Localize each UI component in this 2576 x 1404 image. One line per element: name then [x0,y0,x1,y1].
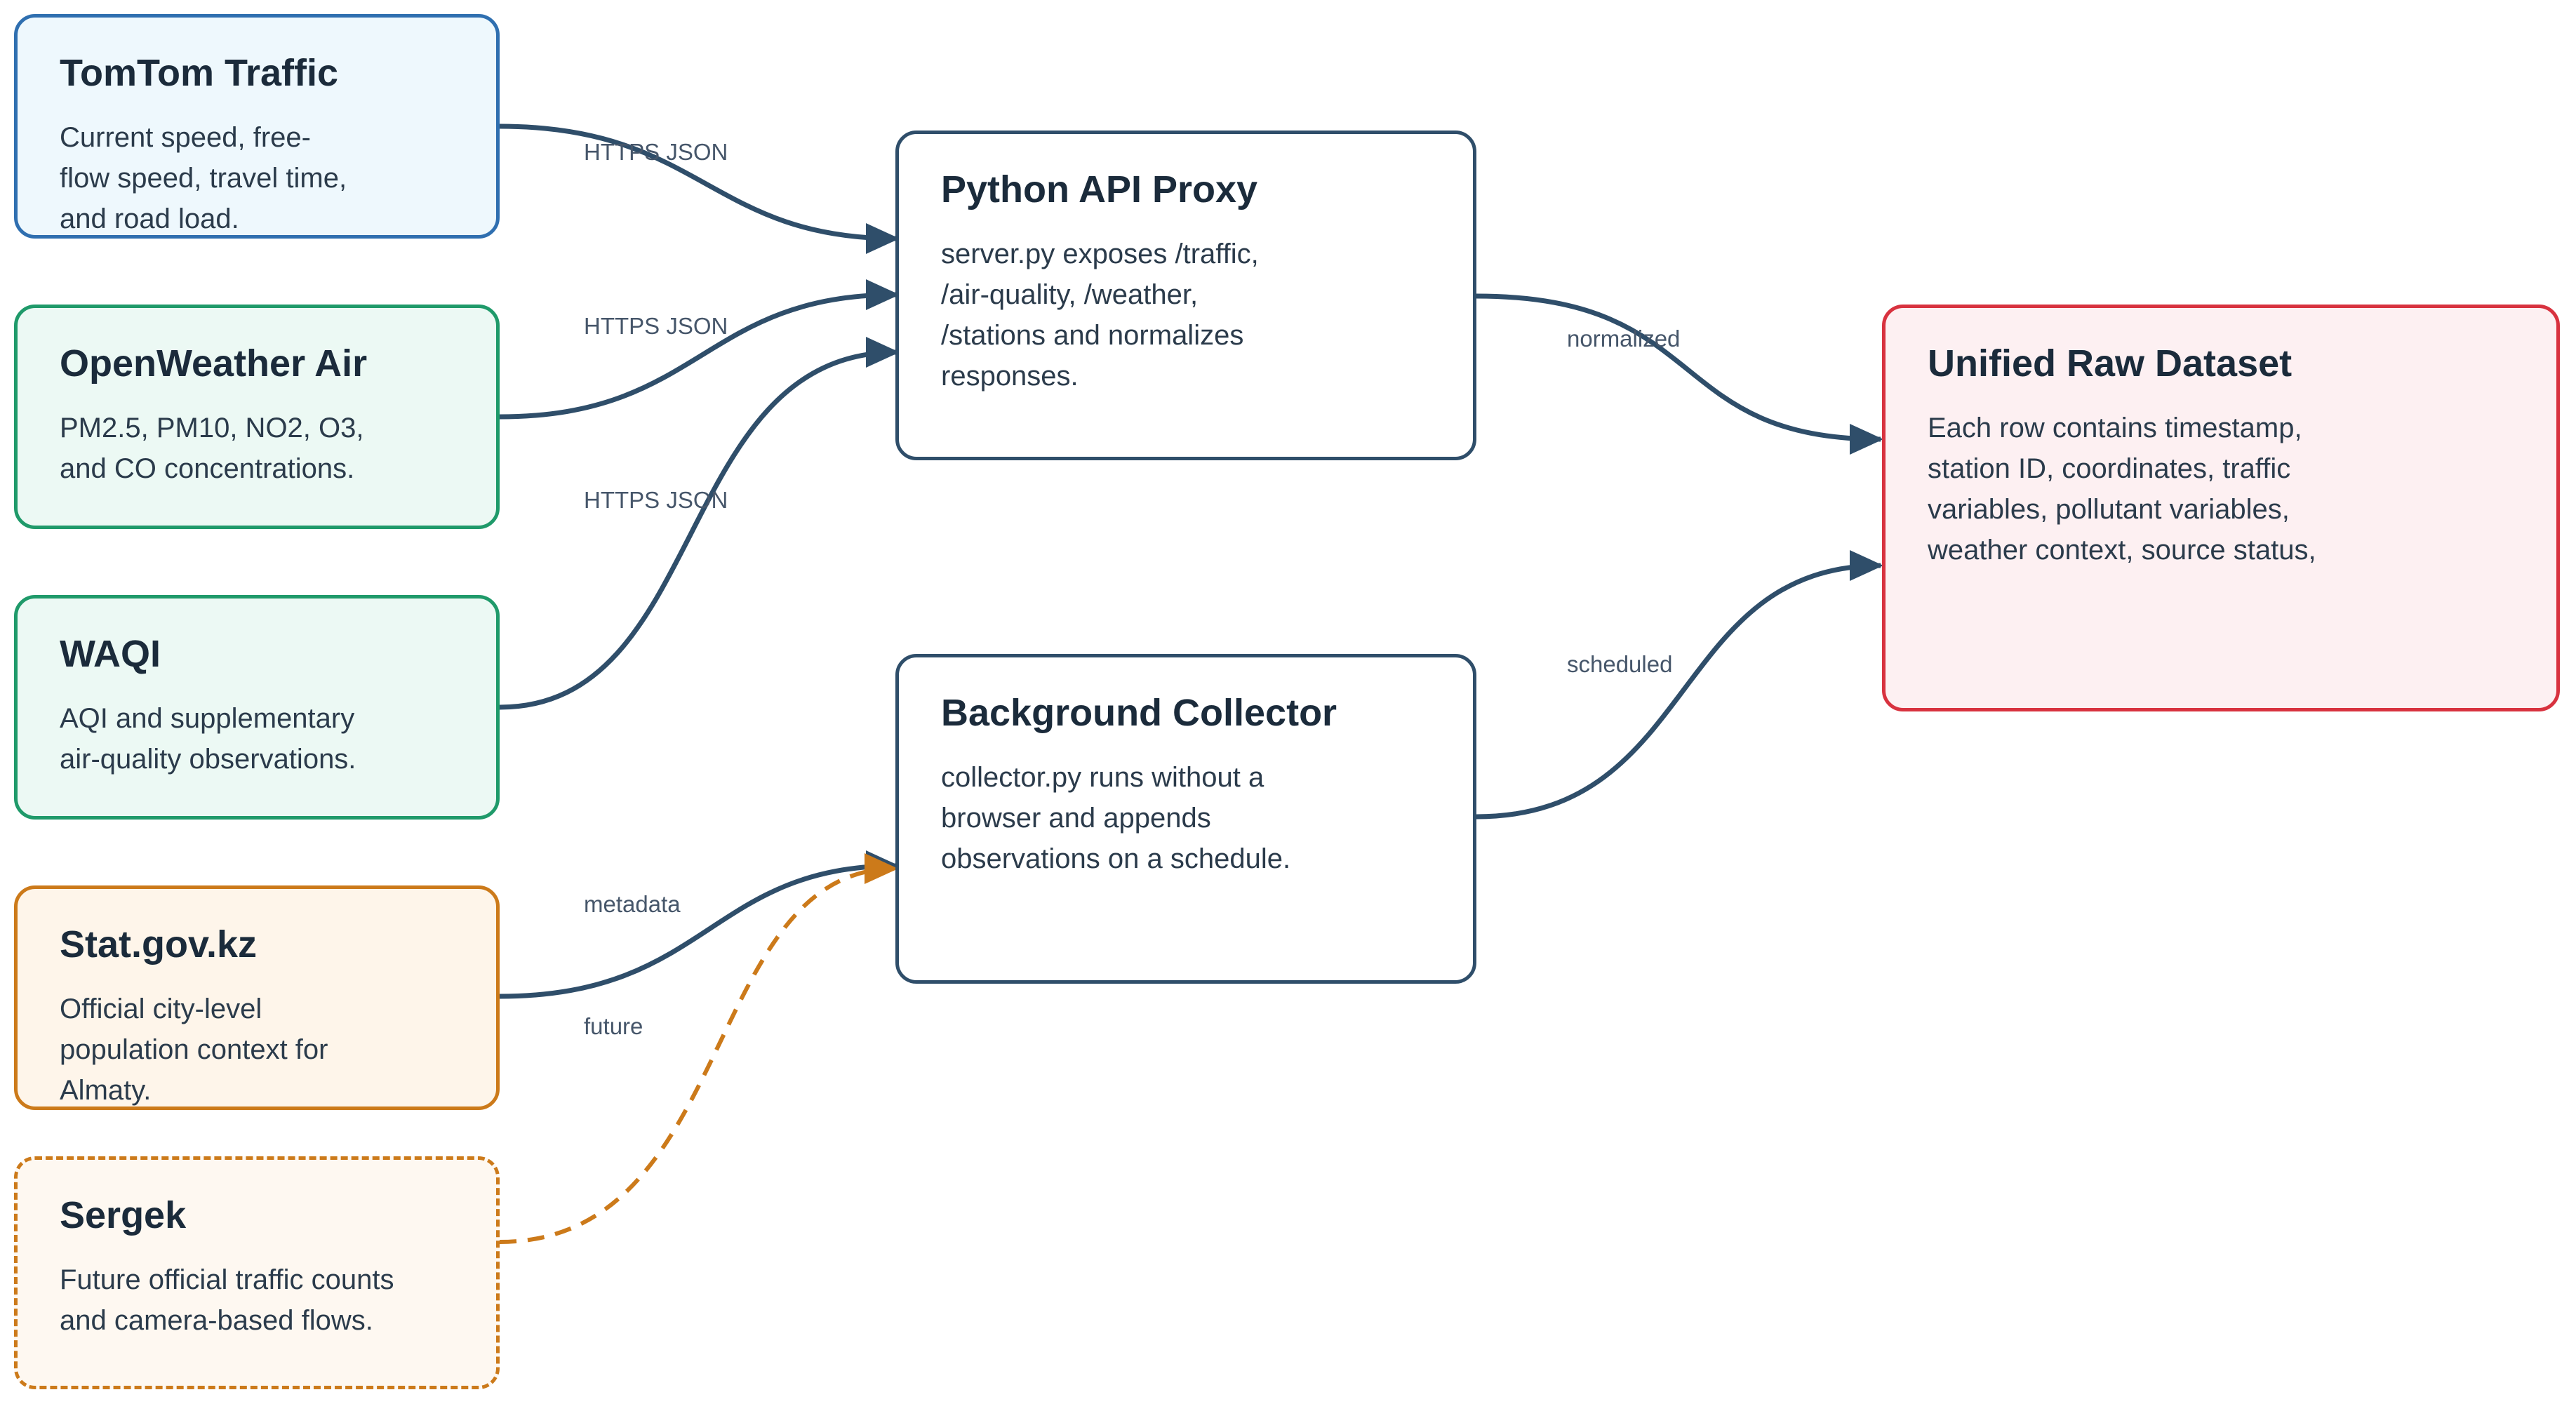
arrowhead-waqi-to-proxy [866,337,900,368]
edge-label-openweather: HTTPS JSON [584,313,728,339]
node-title: Unified Raw Dataset [1928,342,2293,385]
edge-openweather-to-proxy [499,292,897,420]
edge-tomtom-to-proxy [499,123,897,241]
edge-statgov-to-collector [499,863,897,999]
node-description: PM2.5, PM10, NO2, O3, and CO concentrati… [60,413,364,484]
edge-waqi-to-proxy [499,349,897,710]
node-unified-raw-dataset: Unified Raw Dataset Each row contains ti… [1882,305,2560,711]
node-title: Python API Proxy [941,168,1258,210]
node-description: AQI and supplementary air-quality observ… [60,703,356,775]
node-tomtom-traffic: TomTom Traffic Current speed, free-flow … [14,14,500,239]
node-title: TomTom Traffic [60,52,339,94]
edge-label-tomtom: HTTPS JSON [584,139,728,165]
edge-proxy-to-dataset [1476,293,1881,442]
node-title: Background Collector [941,692,1337,734]
edge-label-future: future [584,1013,643,1039]
node-background-collector: Background Collector collector.py runs w… [895,654,1476,984]
node-description: Future official traffic counts and camer… [60,1264,394,1336]
node-title: WAQI [60,633,161,675]
node-title: Sergek [60,1194,187,1236]
edge-label-scheduled: scheduled [1567,651,1673,677]
node-openweather-air: OpenWeather Air PM2.5, PM10, NO2, O3, an… [14,305,500,529]
node-description: Each row contains timestamp, station ID,… [1928,413,2316,566]
arrowhead-collector-to-dataset [1850,550,1883,581]
arrowhead-openweather-to-proxy [866,279,900,310]
edge-label-metadata: metadata [584,891,681,917]
arrowhead-proxy-to-dataset [1850,424,1883,455]
node-title: OpenWeather Air [60,342,368,385]
node-waqi: WAQI AQI and supplementary air-quality o… [14,595,500,820]
edge-label-waqi: HTTPS JSON [584,487,728,513]
node-description: collector.py runs without a browser and … [941,762,1291,874]
edge-collector-to-dataset [1476,563,1881,820]
node-title: Stat.gov.kz [60,923,258,965]
node-description: server.py exposes /traffic, /air-quality… [941,239,1259,392]
edge-label-normalized: normalized [1567,326,1681,352]
node-python-api-proxy: Python API Proxy server.py exposes /traf… [895,131,1476,460]
arrowhead-sergek-to-collector [865,853,898,884]
node-stat-gov-kz: Stat.gov.kz Official city-level populati… [14,885,500,1110]
node-sergek: Sergek Future official traffic counts an… [14,1156,500,1389]
edge-sergek-to-collector [499,867,896,1244]
node-description: Current speed, free-flow speed, travel t… [60,122,347,234]
node-description: Official city-level population context f… [60,994,328,1106]
arrowhead-tomtom-to-proxy [866,223,900,254]
